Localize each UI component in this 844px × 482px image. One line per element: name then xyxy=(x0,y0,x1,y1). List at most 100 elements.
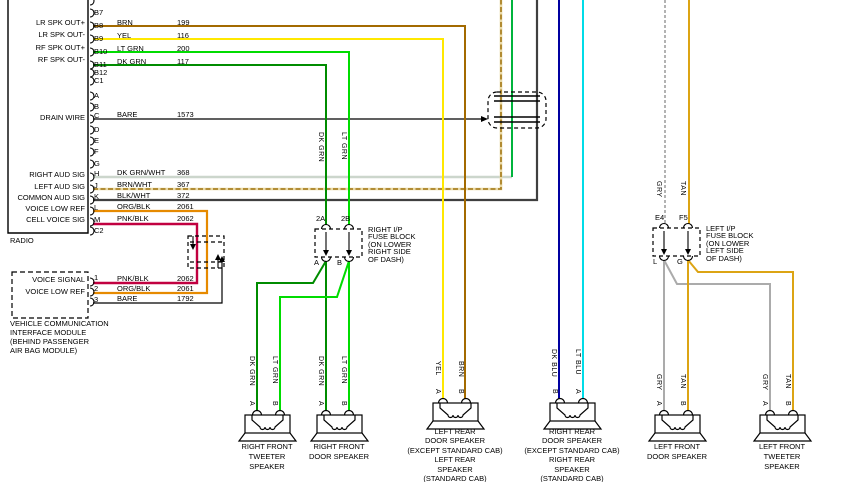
wire-dk-grn-117 xyxy=(93,64,327,225)
radio-pin-b7: B7 xyxy=(94,8,104,17)
fuse-left-note-line: FUSE BLOCK xyxy=(706,231,754,240)
wire-tag-lt-blu: LT BLU xyxy=(574,349,581,376)
fuse-left-cavity-g: G xyxy=(677,257,683,266)
wire-circuit: 200 xyxy=(177,44,190,53)
wire-org-blk-2061 xyxy=(93,209,209,295)
speaker-name-line: DOOR SPEAKER xyxy=(646,452,707,461)
wire-name: BARE xyxy=(117,294,138,303)
fuse-right-note-line: FUSE BLOCK xyxy=(368,232,416,241)
radio-label-drain-wire: DRAIN WIRE xyxy=(40,113,85,122)
speaker-cone xyxy=(251,415,284,431)
radio-pin-c: C xyxy=(94,111,100,120)
wire-name: BLK/WHT xyxy=(117,191,151,200)
wire-brn-wht-367-base xyxy=(93,0,503,191)
terminal-b: B xyxy=(340,401,347,407)
fuse-left-bottom-terminals xyxy=(658,255,694,262)
fuse-right-note-line: OF DASH) xyxy=(368,255,404,264)
wire-dk-grn-tweeter xyxy=(256,260,327,411)
vcim-caption-line: VEHICLE COMMUNICATION xyxy=(10,319,109,328)
radio-label-rf-spk-out-pos: RF SPK OUT+ xyxy=(35,43,85,52)
bare-1573-arrow xyxy=(481,116,488,122)
fuse-right-bottom-terminals xyxy=(320,256,355,263)
wire-blk-wht-372 xyxy=(93,0,539,202)
speaker-terminals xyxy=(437,397,472,404)
fuse-right-top-terminals xyxy=(320,223,355,230)
wire-tag-dk-grn: DK GRN xyxy=(317,132,324,163)
wire-name: ORG/BLK xyxy=(117,284,151,293)
speaker-body xyxy=(432,402,479,422)
radio-label-rf-spk-out-neg: RF SPK OUT- xyxy=(37,55,85,64)
wire-name: DK GRN xyxy=(117,57,147,66)
speaker-right-rear-symbol xyxy=(542,397,603,430)
speaker-name-line: SPEAKER xyxy=(437,465,473,474)
wire-circuit: 117 xyxy=(177,57,189,66)
fuse-left-cavity-e4: E4 xyxy=(655,213,665,222)
speaker-base xyxy=(237,432,298,442)
speaker-base xyxy=(309,432,370,442)
radio-pin-g: G xyxy=(94,159,100,168)
speaker-left-front-door-symbol xyxy=(647,409,708,442)
fuse-left-cavity-f5: F5 xyxy=(679,213,688,222)
terminal-a: A xyxy=(761,401,768,407)
radio-label-left-aud-sig: LEFT AUD SIG xyxy=(34,182,85,191)
radio-pin-f: F xyxy=(94,147,99,156)
vcim-box xyxy=(11,271,89,319)
fuse-left-note-line: (ON LOWER xyxy=(706,239,750,248)
wire-tag-tan: TAN xyxy=(679,374,686,389)
terminal-a: A xyxy=(655,401,662,407)
vcim-label-voice-signal: VOICE SIGNAL xyxy=(32,275,85,284)
wire-tag-gry: GRY xyxy=(655,374,662,391)
radio-label-voice-low-ref: VOICE LOW REF xyxy=(25,204,85,213)
fuse-left-arrow-l xyxy=(661,249,667,255)
fuse-right-cavity-2b: 2B xyxy=(341,214,351,223)
wire-name: PNK/BLK xyxy=(117,214,149,223)
inline-connector-rows xyxy=(190,241,222,263)
speaker-name-line: LEFT FRONT xyxy=(758,442,806,451)
vcim-pin-brackets xyxy=(89,277,95,307)
fuse-left-top-terminals xyxy=(658,222,694,229)
radio-pin-m: M xyxy=(94,215,101,224)
wire-name: YEL xyxy=(117,31,132,40)
radio-pin-e: E xyxy=(94,136,100,145)
wire-circuit: 2061 xyxy=(177,202,194,211)
speaker-right-front-tweeter-symbol xyxy=(237,409,298,442)
fuse-left-note-line: LEFT I/P xyxy=(706,224,736,233)
radio-label-cell-voice-sig: CELL VOICE SIG xyxy=(26,215,85,224)
radio-pin-b8: B8 xyxy=(94,21,104,30)
wire-tag-brn: BRN xyxy=(457,361,464,378)
speaker-cone xyxy=(439,403,472,419)
vcim-caption-line: (BEHIND PASSENGER xyxy=(10,337,90,346)
wire-brn-199 xyxy=(93,25,466,399)
wire-tag-dk-grn: DK GRN xyxy=(317,356,324,387)
wire-circuit: 1792 xyxy=(177,294,194,303)
speaker-name-line: TWEETER xyxy=(763,452,801,461)
radio-caption: RADIO xyxy=(10,236,34,245)
radio-pin-c2: C2 xyxy=(94,226,104,235)
speaker-name-line: DOOR SPEAKER xyxy=(308,452,369,461)
speaker-left-front-tweeter-symbol xyxy=(752,409,813,442)
speaker-terminals xyxy=(251,409,286,416)
wire-tag-lt-grn: LT GRN xyxy=(340,356,347,385)
fuse-right-note-line: (ON LOWER xyxy=(368,240,412,249)
radio-pin-d: D xyxy=(94,125,100,134)
speaker-body xyxy=(549,402,596,422)
radio-label-common-aud-sig: COMMON AUD SIG xyxy=(17,193,85,202)
radio-pin-h: H xyxy=(94,169,100,178)
fuse-block-left-box xyxy=(652,227,701,257)
fuse-right-note-line: RIGHT I/P xyxy=(368,225,403,234)
wire-circuit: 367 xyxy=(177,180,190,189)
speaker-name-line: DOOR SPEAKER xyxy=(541,436,602,445)
wire-name: BARE xyxy=(117,110,138,119)
vcim-pin-2: 2 xyxy=(94,284,99,293)
fuse-left-arrow-g xyxy=(685,249,691,255)
wire-lt-grn-200 xyxy=(93,51,350,225)
speaker-terminals xyxy=(320,409,355,416)
terminal-b: B xyxy=(551,389,558,395)
wire-name: DK GRN/WHT xyxy=(117,168,166,177)
inline-connector-box xyxy=(187,235,225,269)
wire-bare-1792 xyxy=(93,262,223,304)
speaker-base xyxy=(752,432,813,442)
fuse-right-cavity-a: A xyxy=(314,258,320,267)
speaker-name-line: LEFT FRONT xyxy=(653,442,701,451)
